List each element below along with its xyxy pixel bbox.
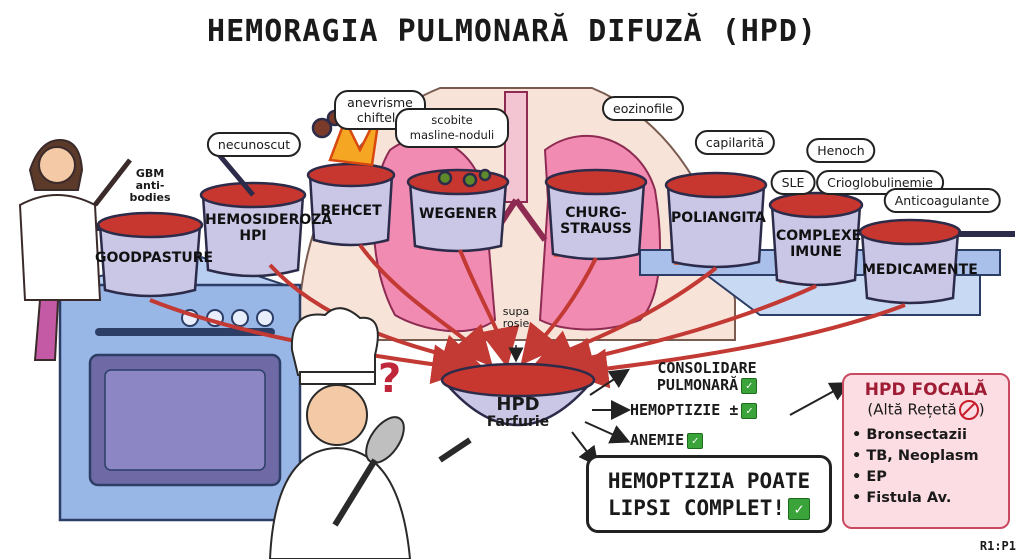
prohibited-icon	[958, 400, 979, 420]
warning-box: HEMOPTIZIA POATE LIPSI COMPLET!✓	[586, 455, 832, 533]
outcome-anemie: ANEMIE✓	[630, 431, 704, 449]
outcome-hemoptizie: HEMOPTIZIE ±✓	[630, 401, 758, 419]
pot-label-hemosideroza: HEMOSIDEROZA HPI	[205, 212, 333, 244]
pot-label-medicamente: MEDICAMENTE	[862, 262, 978, 278]
focal-item: • Bronsectazii	[852, 427, 967, 443]
bowl-subtitle: Farfurie	[486, 414, 550, 430]
bubble-necunoscut: necunoscut	[206, 132, 302, 157]
pot-poliangita	[664, 171, 768, 269]
focal-list: • Bronsectazii • TB, Neoplasm • EP • Fis…	[852, 426, 1000, 507]
pot-label-complexe-imune: COMPLEXE IMUNE	[776, 228, 862, 260]
pot-complexe-imune	[768, 191, 864, 287]
focal-box: HPD FOCALĂ (Altă Rețetă) • Bronsectazii …	[842, 373, 1010, 529]
bubble-scobite: scobite masline-noduli	[395, 108, 509, 148]
check-icon: ✓	[788, 498, 810, 520]
pot-medicamente	[858, 218, 1015, 305]
chef-figure	[268, 307, 472, 559]
focal-close-paren: )	[978, 400, 985, 419]
focal-subtitle-row: (Altă Rețetă)	[852, 400, 1000, 420]
pot-label-goodpasture: GOODPASTURE	[95, 250, 214, 266]
gbm-antibodies-note: GBM anti-bodies	[129, 167, 171, 204]
bubble-capilarita: capilarită	[694, 130, 776, 155]
page-title: HEMORAGIA PULMONARĂ DIFUZĂ (HPD)	[207, 14, 817, 49]
bubble-crioglobulinemie: Crioglobulinemie	[816, 170, 944, 195]
woman-figure	[18, 138, 132, 361]
pot-hemosideroza	[199, 148, 307, 278]
pot-label-behcet: BEHCET	[320, 203, 382, 219]
outcome-consolidare: CONSOLIDARE PULMONARĂ✓	[632, 360, 782, 394]
check-icon: ✓	[687, 432, 704, 449]
focal-item: • Fistula Av.	[852, 490, 952, 506]
pot-label-churg-strauss: CHURG-STRAUSS	[560, 205, 632, 237]
bubble-anticoagulante: Anticoagulante	[883, 188, 1001, 213]
bubble-eozinofile: eozinofile	[602, 96, 684, 121]
pot-label-wegener: WEGENER	[418, 206, 498, 222]
focal-item-label: Bronsectazii	[866, 427, 967, 443]
focal-title: HPD FOCALĂ	[864, 380, 988, 400]
bubble-henoch: Henoch	[806, 138, 876, 163]
pot-churg-strauss	[544, 168, 648, 261]
bowl-title: HPD	[496, 394, 540, 415]
focal-item: • TB, Neoplasm	[852, 448, 979, 464]
outcome-hemoptizie-label: HEMOPTIZIE ±	[630, 401, 739, 419]
focal-item-label: Fistula Av.	[866, 490, 952, 506]
check-icon: ✓	[741, 377, 758, 394]
warning-text: HEMOPTIZIA POATE LIPSI COMPLET!	[607, 469, 811, 520]
hpd-bowl	[440, 345, 596, 427]
outcome-arrows	[571, 368, 851, 467]
pot-behcet	[306, 109, 396, 247]
focal-item: • EP	[852, 469, 887, 485]
outcome-anemie-label: ANEMIE	[630, 431, 685, 449]
bubble-sle: SLE	[770, 170, 816, 195]
focal-subtitle: (Altă Rețetă	[867, 400, 957, 419]
pot-label-poliangita: POLIANGITA	[671, 210, 766, 226]
outcome-consolidare-label: CONSOLIDARE PULMONARĂ	[656, 359, 757, 394]
focal-item-label: EP	[866, 469, 887, 485]
question-mark-icon: ?	[378, 356, 402, 402]
focal-item-label: TB, Neoplasm	[866, 448, 979, 464]
check-icon: ✓	[741, 402, 758, 419]
page-id: R1:P1	[979, 539, 1016, 553]
trachea	[504, 91, 528, 203]
pot-wegener	[406, 168, 510, 253]
supa-rosie-note: supa rosie	[502, 305, 530, 330]
